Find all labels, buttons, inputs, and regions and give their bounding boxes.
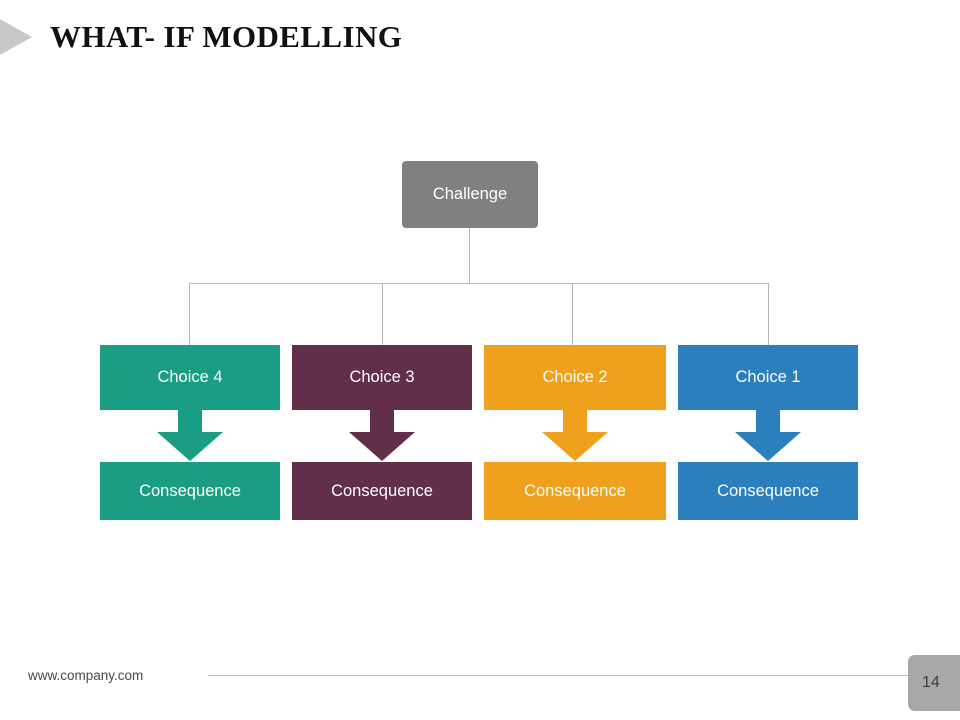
footer-url[interactable]: www.company.com	[28, 668, 144, 683]
footer-divider	[208, 675, 923, 676]
connector-drop-2	[382, 283, 383, 345]
node-consequence-4-label: Consequence	[717, 481, 819, 500]
node-choice-3[interactable]: Choice 3	[292, 345, 472, 410]
node-choice-2[interactable]: Choice 2	[484, 345, 666, 410]
node-consequence-2[interactable]: Consequence	[292, 462, 472, 520]
node-choice-4-label: Choice 4	[157, 368, 223, 387]
node-choice-4[interactable]: Choice 4	[100, 345, 280, 410]
node-consequence-1[interactable]: Consequence	[100, 462, 280, 520]
node-choice-1-label: Choice 1	[735, 368, 801, 387]
page-number-badge: 14	[908, 655, 960, 711]
node-consequence-1-label: Consequence	[139, 481, 241, 500]
node-choice-2-label: Choice 2	[542, 368, 608, 387]
title-arrow-icon	[0, 9, 32, 65]
connector-stem	[469, 228, 470, 284]
page-number-label: 14	[922, 674, 940, 691]
node-choice-3-label: Choice 3	[349, 368, 415, 387]
connector-drop-4	[768, 283, 769, 345]
node-challenge[interactable]: Challenge	[402, 161, 538, 228]
arrow-down-icon-3	[538, 410, 612, 462]
node-challenge-label: Challenge	[432, 185, 508, 204]
arrow-down-icon-4	[731, 410, 805, 462]
connector-drop-1	[189, 283, 190, 345]
arrow-down-icon-2	[345, 410, 419, 462]
page-title: WHAT- IF MODELLING	[50, 19, 403, 54]
connector-horizontal-bar	[189, 283, 769, 284]
node-consequence-2-label: Consequence	[331, 481, 433, 500]
connector-drop-3	[572, 283, 573, 345]
node-consequence-4[interactable]: Consequence	[678, 462, 858, 520]
node-choice-1[interactable]: Choice 1	[678, 345, 858, 410]
node-consequence-3-label: Consequence	[524, 481, 626, 500]
node-consequence-3[interactable]: Consequence	[484, 462, 666, 520]
arrow-down-icon-1	[153, 410, 227, 462]
